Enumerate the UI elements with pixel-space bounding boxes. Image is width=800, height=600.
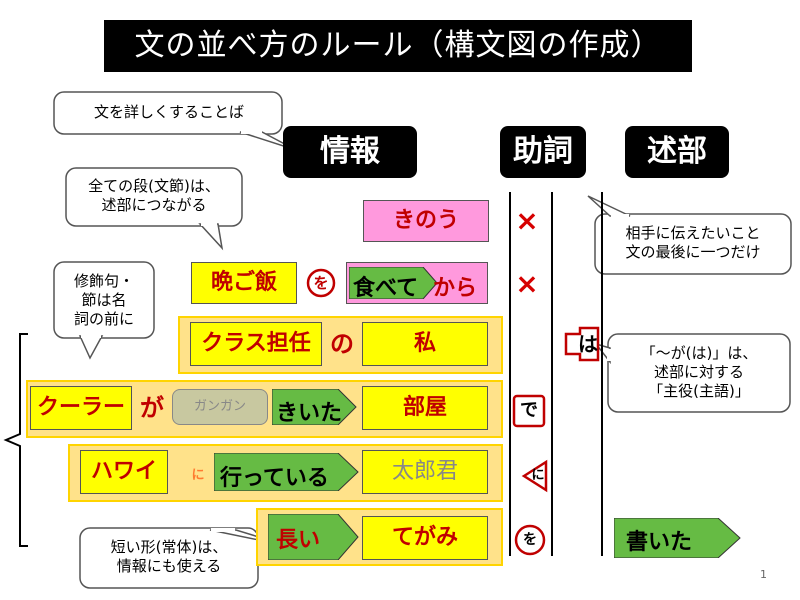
callout-last-box bbox=[594, 213, 792, 275]
callout-modifier-tail bbox=[78, 335, 104, 360]
particle-de: で bbox=[520, 400, 538, 421]
callout-segments-gap bbox=[201, 222, 217, 226]
word-kara: から bbox=[433, 276, 478, 301]
page-title: 文の並べ方のルール（構文図の作成） bbox=[104, 20, 692, 72]
page-number: 1 bbox=[760, 568, 767, 581]
callout-segments-line2: 述部につながる bbox=[101, 196, 207, 214]
callout-modifier-line1: 修飾句・ bbox=[73, 272, 134, 290]
predicate-arrow-kaita bbox=[614, 518, 741, 558]
callout-short-line1: 短い形(常体)は、 bbox=[110, 538, 228, 556]
particle-ni-right: に bbox=[531, 468, 545, 483]
callout-detail-gap bbox=[241, 130, 262, 134]
callout-last-gap bbox=[611, 214, 629, 218]
callout-last-line1: 相手に伝えたいこと bbox=[625, 224, 761, 242]
word-class-tannin: クラス担任 bbox=[190, 322, 322, 366]
word-tarou: 太郎君 bbox=[362, 450, 488, 494]
particle-ni-left: に bbox=[191, 468, 205, 483]
callout-modifier-gap bbox=[81, 334, 101, 338]
callout-short-gap bbox=[211, 528, 235, 532]
word-tegami: てがみ bbox=[362, 516, 488, 560]
header-particle: 助詞 bbox=[500, 126, 586, 178]
callout-subject-line1: 「～が(は)」は、 bbox=[640, 344, 758, 362]
callout-modifier-text: 修飾句・ 節は名 詞の前に bbox=[56, 272, 152, 329]
left-brace bbox=[3, 333, 28, 547]
callout-modifier-line2: 節は名 bbox=[81, 291, 127, 309]
particle-no: の bbox=[330, 330, 354, 358]
callout-segments-line1: 全ての段(文節)は、 bbox=[88, 177, 220, 195]
word-cooler: クーラー bbox=[30, 386, 132, 430]
callout-detail-box bbox=[53, 91, 283, 135]
particle-wo-2: を bbox=[523, 532, 537, 548]
callout-subject-line3: 「主役(主語)」 bbox=[648, 382, 750, 400]
word-hawai: ハワイ bbox=[80, 450, 168, 494]
particle-ga: が bbox=[140, 394, 164, 422]
header-info: 情報 bbox=[283, 126, 417, 178]
verb-arrow-itteiru bbox=[214, 453, 359, 491]
word-tabete: 食べて bbox=[353, 276, 419, 301]
callout-last-text: 相手に伝えたいこと 文の最後に一つだけ bbox=[597, 224, 789, 262]
adj-arrow-nagai bbox=[268, 514, 359, 560]
word-itteiru: 行っている bbox=[220, 466, 329, 491]
verb-arrow-tabete bbox=[349, 267, 438, 299]
ni-triangle-right bbox=[521, 459, 548, 493]
callout-segments-tail bbox=[198, 223, 224, 251]
word-heya: 部屋 bbox=[362, 386, 488, 430]
word-kiita: きいた bbox=[276, 401, 343, 426]
group-tabete-kara: 食べて から bbox=[346, 262, 488, 304]
wo-circle-2 bbox=[514, 524, 546, 556]
word-gangan: ガンガン bbox=[172, 389, 268, 425]
callout-subject-text: 「～が(は)」は、 述部に対する 「主役(主語)」 bbox=[610, 344, 788, 401]
particle-wo-1: を bbox=[313, 274, 329, 292]
callout-detail-text: 文を詳しくすることば bbox=[93, 103, 244, 121]
header-predicate: 述部 bbox=[625, 126, 729, 178]
x-mark-1: × bbox=[515, 204, 539, 237]
verb-arrow-kiita bbox=[272, 389, 357, 425]
x-mark-2: × bbox=[515, 267, 539, 300]
callout-last-tail bbox=[587, 195, 631, 217]
word-nagai: 長い bbox=[276, 528, 321, 553]
word-kinou: きのう bbox=[363, 200, 489, 242]
callout-last-line2: 文の最後に一つだけ bbox=[625, 243, 761, 261]
callout-short-text: 短い形(常体)は、 情報にも使える bbox=[82, 538, 256, 576]
callout-modifier-line3: 詞の前に bbox=[73, 310, 134, 328]
word-watashi: 私 bbox=[362, 322, 488, 366]
particle-wa: は bbox=[578, 332, 598, 356]
callout-subject-gap bbox=[607, 349, 611, 361]
word-bangohan: 晩ご飯 bbox=[191, 262, 297, 304]
de-box-shape bbox=[512, 394, 546, 428]
callout-modifier-box bbox=[53, 261, 155, 339]
callout-subject-box bbox=[607, 333, 791, 413]
wo-circle-1 bbox=[306, 268, 336, 298]
callout-segments-box bbox=[65, 167, 243, 227]
callout-short-line2: 情報にも使える bbox=[116, 557, 222, 575]
topic-flag-shape bbox=[564, 326, 600, 362]
callout-subject-line2: 述部に対する bbox=[653, 363, 744, 381]
word-kaita: 書いた bbox=[626, 530, 693, 555]
callout-segments-text: 全ての段(文節)は、 述部につながる bbox=[68, 177, 240, 215]
